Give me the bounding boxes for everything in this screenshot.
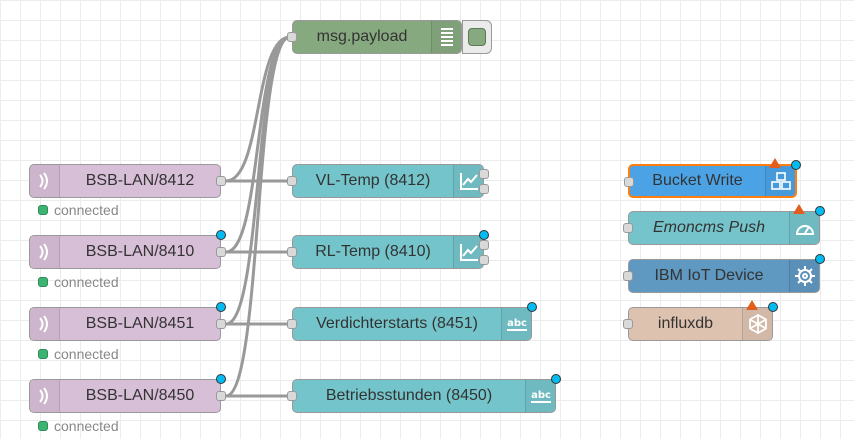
output-port[interactable] [216,391,226,401]
bucket-write-node[interactable]: Bucket Write [624,158,801,198]
wire [225,35,291,398]
input-port[interactable] [623,223,633,233]
input-port[interactable] [287,391,297,401]
hexagon-icon [742,308,772,340]
warning-icon [769,158,781,168]
output-port[interactable] [479,255,489,265]
gauge-icon [789,212,819,244]
output-port[interactable] [216,176,226,186]
changed-badge [815,254,825,264]
chart-node[interactable]: VL-Temp (8412) [287,164,489,198]
chip-icon [789,260,819,292]
influxdb-label: influxdb [657,315,714,332]
status-text: connected [54,202,119,218]
radio-wave-icon [30,236,60,268]
text-node-label: Verdichterstarts (8451) [316,315,478,332]
output-port[interactable] [479,169,489,179]
changed-badge [216,374,226,384]
changed-badge [551,374,561,384]
emoncms-node[interactable]: Emoncms Push [623,204,825,245]
wire [225,35,291,183]
chart-node[interactable]: RL-Temp (8410) [287,230,489,269]
ibm-iot-label: IBM IoT Device [654,267,764,284]
status-badge: connected [38,274,119,290]
text-node-label: Betriebsstunden (8450) [325,387,493,404]
warning-icon [793,204,805,214]
changed-badge [216,302,226,312]
mqtt-in-label: BSB-LAN/8410 [85,243,195,260]
radio-wave-icon [30,308,60,340]
input-port[interactable] [287,176,297,186]
svg-text:abc: abc [507,318,527,329]
ibm-iot-node[interactable]: IBM IoT Device [623,254,825,293]
debug-toggle-button[interactable] [462,20,492,54]
output-port[interactable] [216,247,226,257]
status-dot [38,277,48,287]
status-text: connected [54,274,119,290]
status-dot [38,205,48,215]
influxdb-node[interactable]: influxdb [623,300,778,341]
changed-badge [791,160,801,170]
mqtt-in-node[interactable]: BSB-LAN/8450 [29,374,226,413]
output-port[interactable] [479,184,489,194]
status-badge: connected [38,346,119,362]
status-badge: connected [38,202,119,218]
cubes-icon [765,166,795,196]
chart-icon [453,165,483,197]
radio-wave-icon [30,380,60,412]
input-port[interactable] [624,177,634,187]
input-port[interactable] [287,32,297,42]
chart-node-label: RL-Temp (8410) [315,243,431,260]
warning-icon [746,300,758,310]
status-text: connected [54,346,119,362]
mqtt-in-node[interactable]: BSB-LAN/8410 [29,230,226,269]
changed-badge [815,206,825,216]
input-port[interactable] [287,247,297,257]
list-lines-icon [431,21,461,53]
mqtt-in-node[interactable]: BSB-LAN/8451 [29,302,226,341]
mqtt-in-label: BSB-LAN/8451 [85,315,195,332]
changed-badge [768,302,778,312]
debug-node[interactable]: msg.payload [287,20,462,54]
input-port[interactable] [623,319,633,329]
radio-wave-icon [30,165,60,197]
debug-node-label: msg.payload [316,28,408,45]
status-text: connected [54,418,119,434]
text-abc-icon: abc [525,380,555,412]
text-node[interactable]: Verdichterstarts (8451) abc [287,302,537,341]
output-port[interactable] [216,319,226,329]
status-dot [38,349,48,359]
mqtt-in-node[interactable]: BSB-LAN/8412 [29,164,226,198]
input-port[interactable] [287,319,297,329]
chart-node-label: VL-Temp (8412) [315,172,431,189]
changed-badge [527,302,537,312]
changed-badge [216,230,226,240]
svg-text:abc: abc [531,390,551,401]
wire [225,35,291,326]
output-port[interactable] [479,240,489,250]
changed-badge [479,230,489,240]
mqtt-in-label: BSB-LAN/8412 [85,172,195,189]
emoncms-label: Emoncms Push [652,219,766,236]
status-badge: connected [38,418,119,434]
status-dot [38,421,48,431]
chart-icon [453,236,483,268]
text-abc-icon: abc [501,308,531,340]
bucket-write-label: Bucket Write [652,172,743,189]
wire [225,35,291,254]
text-node[interactable]: Betriebsstunden (8450) abc [287,374,561,413]
input-port[interactable] [623,271,633,281]
mqtt-in-label: BSB-LAN/8450 [85,387,195,404]
